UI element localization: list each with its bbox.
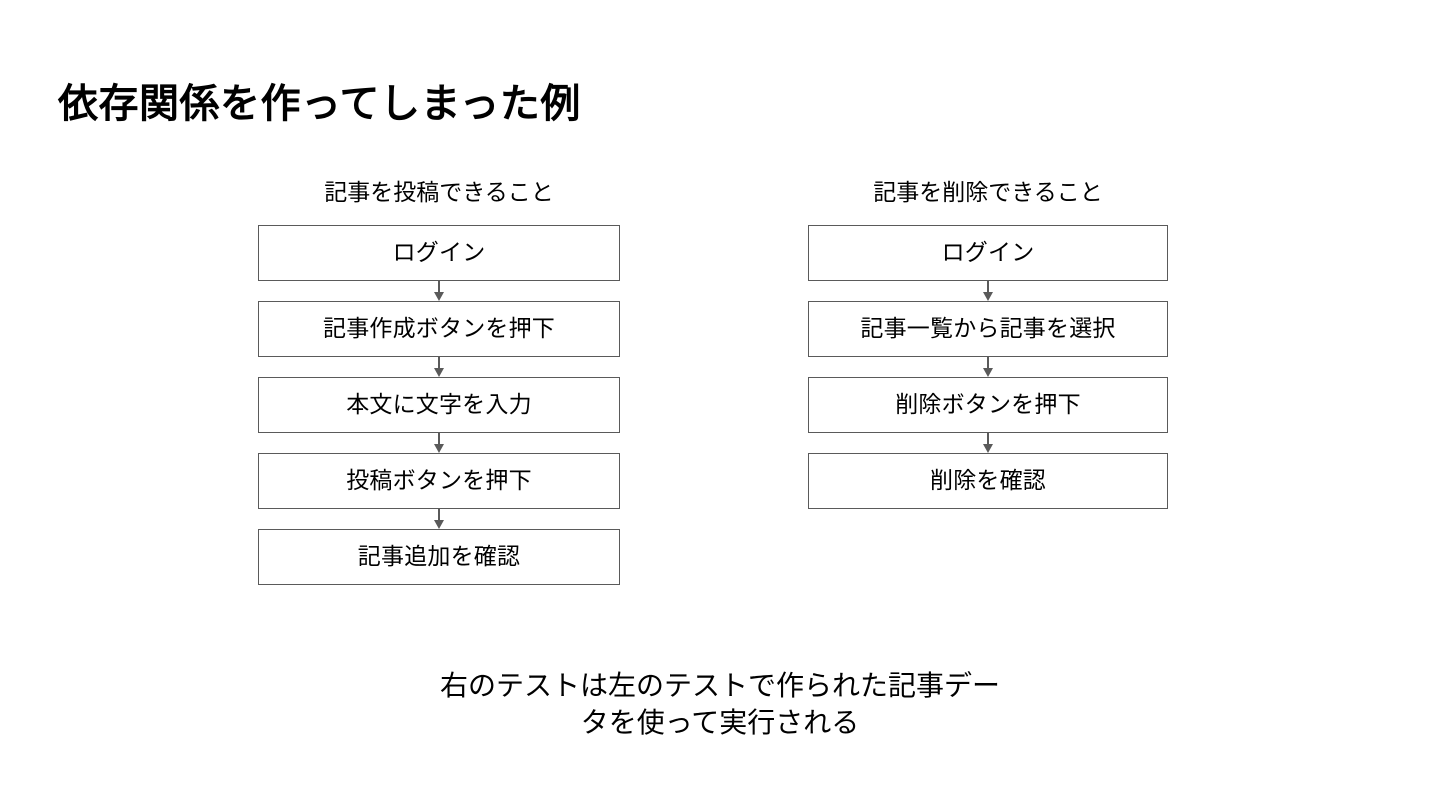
flow-node-delete-3[interactable]: 削除ボタンを押下	[808, 376, 1168, 433]
flow-node-delete-2[interactable]: 記事一覧から記事を選択	[808, 300, 1168, 357]
flow-column-header-delete-article: 記事を削除できること	[873, 179, 1103, 205]
arrow-stem	[438, 280, 440, 294]
arrow-head	[434, 519, 444, 529]
arrow-stem	[987, 432, 989, 446]
flow-node-delete-1[interactable]: ログイン	[808, 224, 1168, 281]
flow-arrow-down-icon	[258, 508, 620, 529]
arrow-head	[983, 367, 993, 377]
arrow-stem	[987, 356, 989, 370]
arrow-head	[434, 443, 444, 453]
arrow-stem	[987, 280, 989, 294]
slide-caption-line-1: 右のテストは左のテストで作られた記事デー	[439, 670, 1000, 701]
flow-node-post-2[interactable]: 記事作成ボタンを押下	[258, 300, 620, 357]
flow-arrow-down-icon	[258, 356, 620, 377]
page-title: 依存関係を作ってしまった例	[58, 82, 581, 126]
flow-steps-delete-article: ログイン 記事一覧から記事を選択 削除ボタンを押下 削除を確認	[808, 224, 1168, 509]
flow-node-post-5[interactable]: 記事追加を確認	[258, 528, 620, 585]
flow-arrow-down-icon	[258, 432, 620, 453]
flow-node-post-3[interactable]: 本文に文字を入力	[258, 376, 620, 433]
arrow-stem	[438, 508, 440, 522]
flow-arrow-down-icon	[258, 280, 620, 301]
arrow-head	[983, 443, 993, 453]
arrow-head	[434, 291, 444, 301]
flow-column-delete-article: 記事を削除できること ログイン 記事一覧から記事を選択 削除ボタンを押下	[808, 178, 1168, 509]
flow-arrow-down-icon	[808, 356, 1168, 377]
flow-arrow-down-icon	[808, 280, 1168, 301]
slide-caption: 右のテストは左のテストで作られた記事デー タを使って実行される	[370, 668, 1070, 742]
arrow-head	[983, 291, 993, 301]
flow-steps-post-article: ログイン 記事作成ボタンを押下 本文に文字を入力 投稿ボタンを押下	[258, 224, 620, 585]
arrow-stem	[438, 356, 440, 370]
flow-node-post-4[interactable]: 投稿ボタンを押下	[258, 452, 620, 509]
flow-node-delete-4[interactable]: 削除を確認	[808, 452, 1168, 509]
arrow-stem	[438, 432, 440, 446]
arrow-head	[434, 367, 444, 377]
slide-caption-line-2: タを使って実行される	[580, 706, 860, 738]
flow-node-post-1[interactable]: ログイン	[258, 224, 620, 281]
flow-column-header-post-article: 記事を投稿できること	[324, 179, 554, 205]
flow-arrow-down-icon	[808, 432, 1168, 453]
flow-column-post-article: 記事を投稿できること ログイン 記事作成ボタンを押下 本文に文字を入力	[258, 178, 620, 585]
